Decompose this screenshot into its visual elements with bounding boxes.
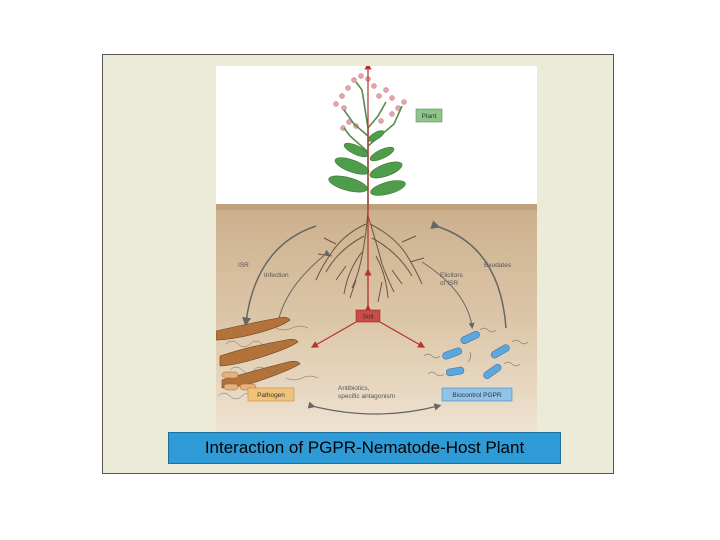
pathogen-label-box: Pathogen	[247, 387, 295, 402]
flower-cluster	[333, 73, 407, 131]
isr-arrow	[242, 225, 317, 327]
soil-pathogen-arrow	[310, 321, 357, 348]
svg-text:Soil: Soil	[363, 314, 374, 321]
svg-text:Pathogen: Pathogen	[257, 392, 285, 399]
exudates-label: Exudates	[484, 262, 512, 269]
infection-arrow	[277, 249, 331, 323]
isr-label: ISR	[238, 262, 249, 269]
antibiotics-label-1: Antibiotics,	[338, 385, 370, 392]
figure-caption: Interaction of PGPR-Nematode-Host Plant	[168, 432, 561, 464]
antagonism-arrow	[307, 401, 442, 415]
svg-text:Biocontrol PGPR: Biocontrol PGPR	[452, 392, 501, 399]
plant-roots	[315, 210, 425, 303]
exudates-arrow	[430, 220, 507, 329]
elicitors-arrow	[421, 261, 475, 329]
pgpr-bacteria	[442, 330, 510, 379]
svg-text:Plant: Plant	[422, 113, 437, 120]
biocontrol-label-box: Biocontrol PGPR	[441, 387, 513, 402]
antibiotics-label-2: specific antagonism	[338, 393, 395, 400]
plant-leaves	[328, 130, 406, 196]
nematode-worms	[216, 317, 301, 389]
soil-label-box: Soil	[355, 309, 381, 323]
elicitors-label-1: Elicitors	[440, 272, 464, 279]
elicitors-label-2: of ISR	[440, 280, 458, 287]
plant-label-box: Plant	[415, 108, 443, 123]
pgpr-flagella	[423, 327, 529, 377]
infection-label: Infection	[264, 272, 289, 279]
soil-pgpr-arrow	[379, 321, 426, 348]
pgpr-interaction-figure: Plant ISR Infection Exudates Elicitors o…	[216, 66, 537, 434]
